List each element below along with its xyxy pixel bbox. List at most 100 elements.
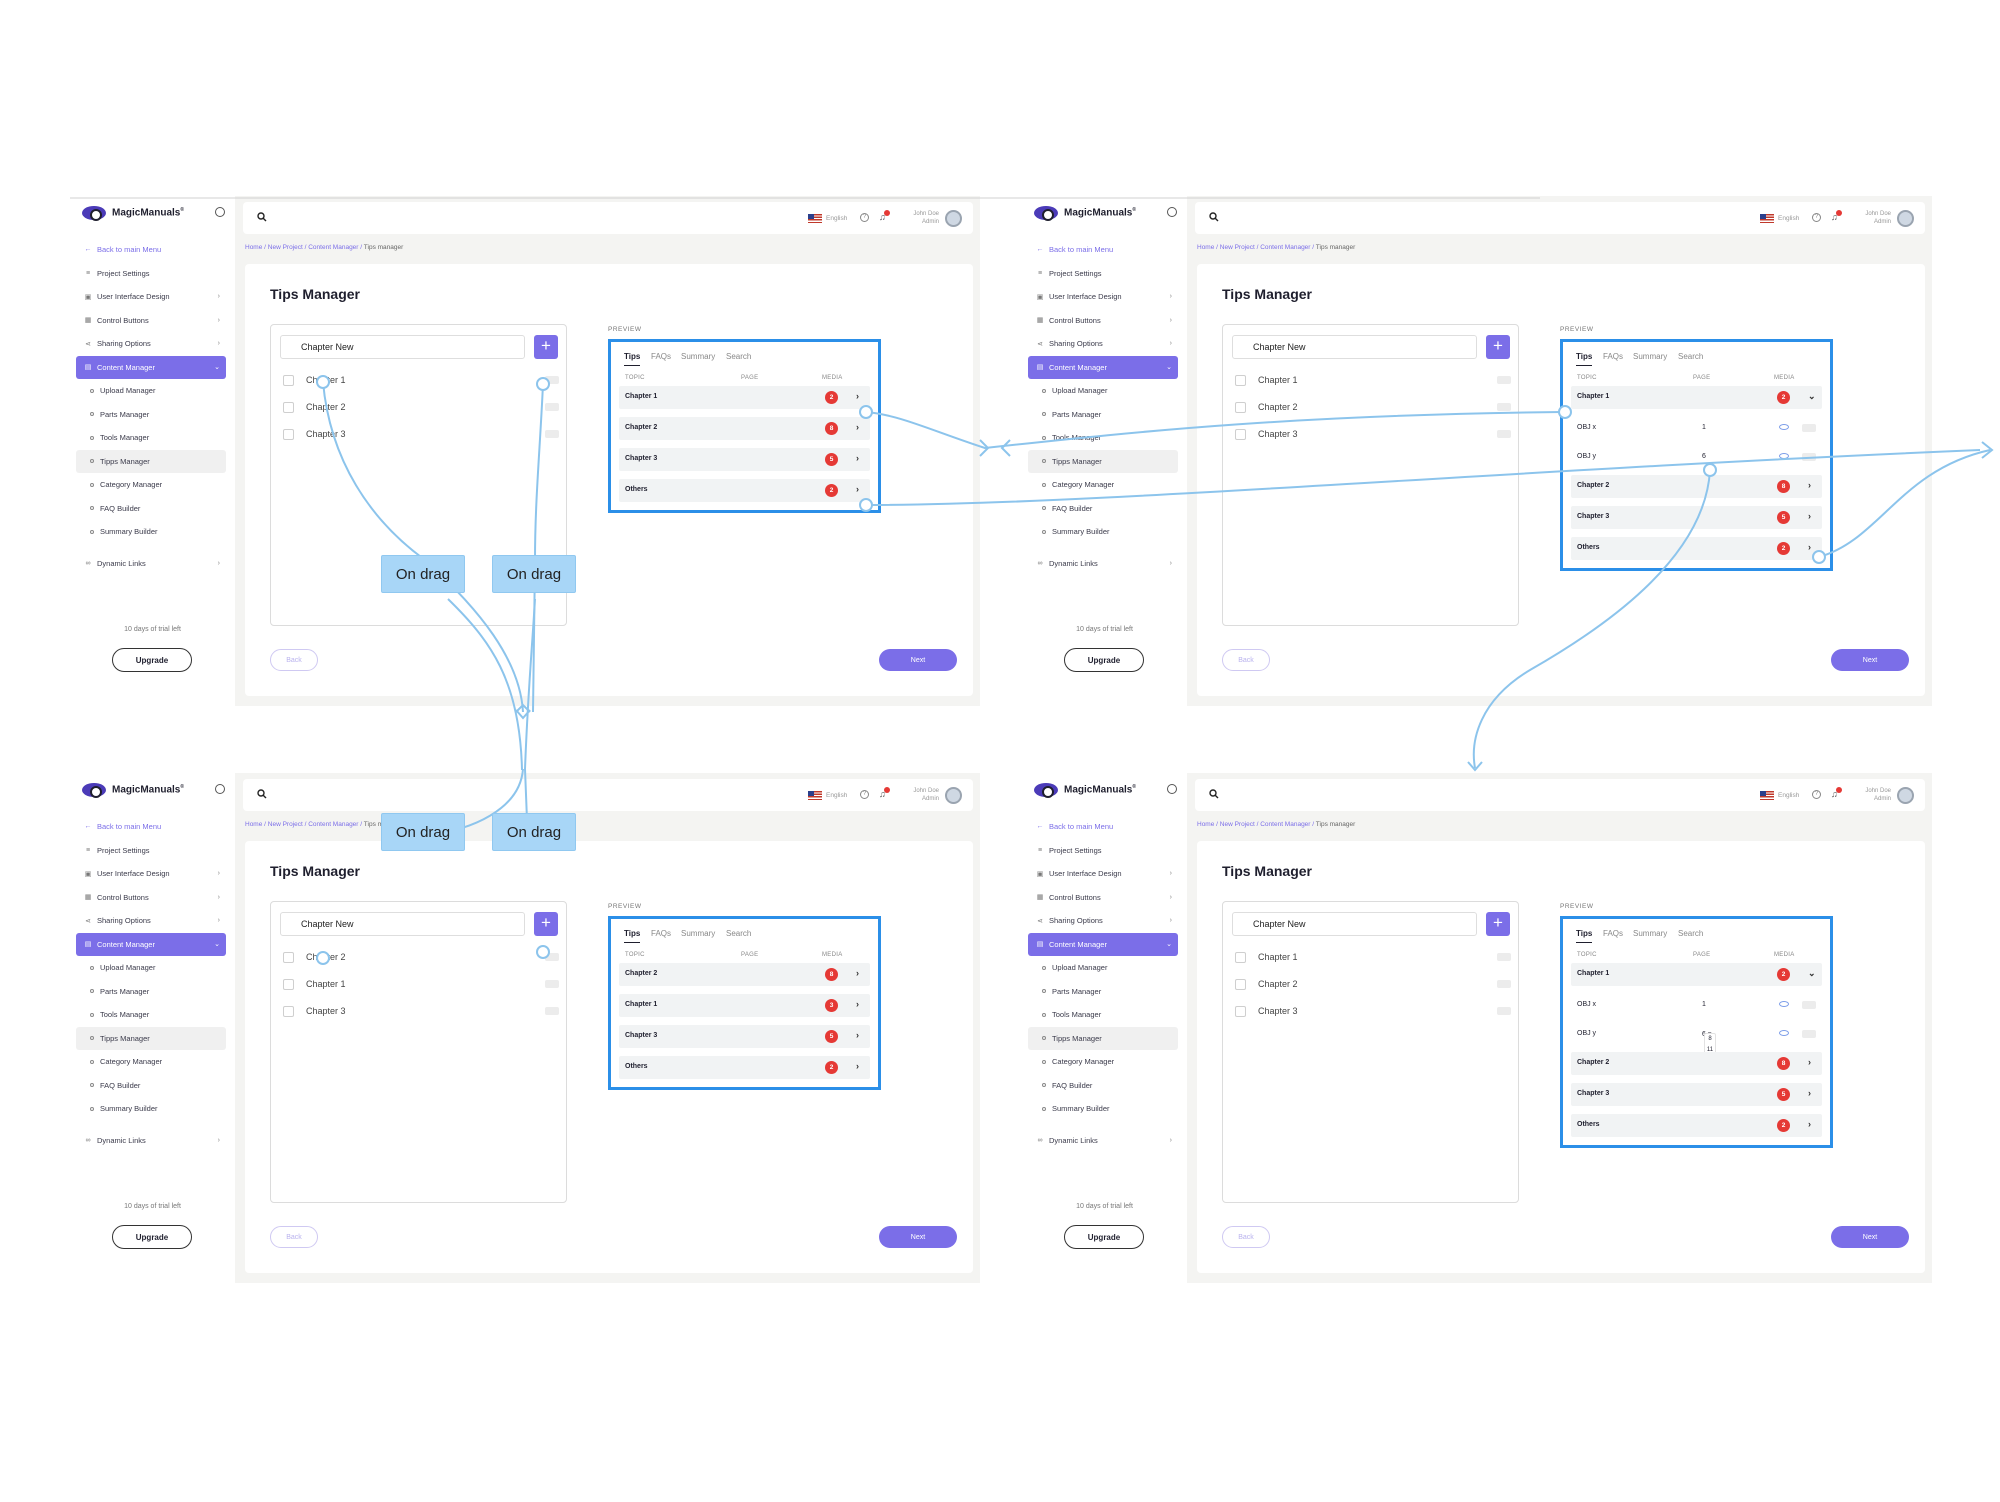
menu-item-ui-design[interactable]: ▣User Interface Design› bbox=[76, 862, 226, 886]
chapter-checkbox[interactable] bbox=[283, 374, 294, 386]
menu-item-project-settings[interactable]: ≡Project Settings bbox=[1028, 839, 1178, 863]
chapter-checkbox[interactable] bbox=[1235, 374, 1246, 386]
submenu-tipps-manager[interactable]: Tipps Manager bbox=[1028, 449, 1178, 473]
drag-handle-icon[interactable] bbox=[545, 980, 559, 988]
add-chapter-button[interactable]: + bbox=[1486, 912, 1510, 936]
chevron-right-icon[interactable]: › bbox=[856, 999, 859, 1009]
search-icon[interactable] bbox=[1209, 789, 1219, 799]
menu-item-dynamic-links[interactable]: ∞Dynamic Links› bbox=[76, 552, 226, 576]
search-icon[interactable] bbox=[257, 212, 267, 222]
submenu-summary-builder[interactable]: Summary Builder bbox=[1028, 520, 1178, 544]
submenu-summary-builder[interactable]: Summary Builder bbox=[76, 1097, 226, 1121]
back-to-main-menu[interactable]: ←Back to main Menu bbox=[1028, 815, 1178, 839]
menu-item-project-settings[interactable]: ≡Project Settings bbox=[76, 262, 226, 286]
chevron-right-icon[interactable]: › bbox=[1808, 1119, 1811, 1129]
chapter-checkbox[interactable] bbox=[1235, 428, 1246, 440]
next-button[interactable]: Next bbox=[879, 649, 957, 671]
menu-item-control-buttons[interactable]: ▦Control Buttons› bbox=[1028, 886, 1178, 910]
tab-tips[interactable]: Tips bbox=[624, 929, 641, 943]
submenu-faq-builder[interactable]: FAQ Builder bbox=[76, 497, 226, 521]
chapter-checkbox[interactable] bbox=[283, 1005, 294, 1017]
bell-icon[interactable]: ♫ bbox=[1831, 210, 1842, 222]
submenu-parts-manager[interactable]: Parts Manager bbox=[76, 980, 226, 1004]
search-icon[interactable] bbox=[257, 789, 267, 799]
menu-item-project-settings[interactable]: ≡Project Settings bbox=[1028, 262, 1178, 286]
chapter-checkbox[interactable] bbox=[1235, 401, 1246, 413]
chevron-down-icon[interactable]: ⌄ bbox=[1808, 968, 1816, 978]
help-icon[interactable]: ? bbox=[860, 790, 869, 799]
chapter-item[interactable]: Chapter 3 bbox=[1235, 427, 1511, 441]
upgrade-button[interactable]: Upgrade bbox=[112, 648, 192, 672]
avatar[interactable] bbox=[945, 210, 962, 227]
menu-item-control-buttons[interactable]: ▦Control Buttons› bbox=[1028, 309, 1178, 333]
back-button[interactable]: Back bbox=[270, 649, 318, 671]
drag-handle-icon[interactable] bbox=[1497, 980, 1511, 988]
tab-search[interactable]: Search bbox=[1678, 929, 1704, 938]
chapter-checkbox[interactable] bbox=[283, 951, 294, 963]
page-option[interactable]: 8 bbox=[1708, 1036, 1712, 1042]
drag-handle-icon[interactable] bbox=[545, 376, 559, 384]
chapter-name-input[interactable]: Chapter New bbox=[1232, 335, 1477, 359]
chapter-item[interactable]: Chapter 1 bbox=[1235, 950, 1511, 964]
submenu-tools-manager[interactable]: Tools Manager bbox=[76, 1003, 226, 1027]
chevron-right-icon[interactable]: › bbox=[856, 1061, 859, 1071]
chapter-item[interactable]: Chapter 2 bbox=[1235, 400, 1511, 414]
chapter-checkbox[interactable] bbox=[283, 401, 294, 413]
breadcrumb-home[interactable]: Home bbox=[245, 244, 263, 251]
submenu-parts-manager[interactable]: Parts Manager bbox=[1028, 403, 1178, 427]
chapter-checkbox[interactable] bbox=[283, 978, 294, 990]
submenu-upload-manager[interactable]: Upload Manager bbox=[1028, 956, 1178, 980]
eye-icon[interactable] bbox=[1779, 1001, 1789, 1007]
tab-tips[interactable]: Tips bbox=[1576, 352, 1593, 366]
search-icon[interactable] bbox=[1209, 212, 1219, 222]
submenu-tools-manager[interactable]: Tools Manager bbox=[1028, 426, 1178, 450]
menu-item-sharing-options[interactable]: ⋖Sharing Options› bbox=[1028, 909, 1178, 933]
avatar[interactable] bbox=[945, 787, 962, 804]
avatar[interactable] bbox=[1897, 787, 1914, 804]
tab-search[interactable]: Search bbox=[1678, 352, 1704, 361]
back-button[interactable]: Back bbox=[1222, 649, 1270, 671]
submenu-category-manager[interactable]: Category Manager bbox=[76, 1050, 226, 1074]
submenu-faq-builder[interactable]: FAQ Builder bbox=[1028, 497, 1178, 521]
menu-item-dynamic-links[interactable]: ∞Dynamic Links› bbox=[1028, 1129, 1178, 1153]
submenu-parts-manager[interactable]: Parts Manager bbox=[1028, 980, 1178, 1004]
tab-faqs[interactable]: FAQs bbox=[1603, 929, 1624, 938]
chapter-item[interactable]: Chapter 3 bbox=[283, 427, 559, 441]
menu-item-content-manager[interactable]: ▤Content Manager⌄ bbox=[76, 932, 226, 956]
submenu-summary-builder[interactable]: Summary Builder bbox=[1028, 1097, 1178, 1121]
submenu-tipps-manager[interactable]: Tipps Manager bbox=[76, 449, 226, 473]
submenu-tipps-manager[interactable]: Tipps Manager bbox=[76, 1026, 226, 1050]
chevron-right-icon[interactable]: › bbox=[1808, 480, 1811, 490]
menu-item-ui-design[interactable]: ▣User Interface Design› bbox=[1028, 862, 1178, 886]
menu-item-dynamic-links[interactable]: ∞Dynamic Links› bbox=[76, 1129, 226, 1153]
tab-faqs[interactable]: FAQs bbox=[651, 352, 672, 361]
tab-summary[interactable]: Summary bbox=[1633, 929, 1668, 938]
submenu-category-manager[interactable]: Category Manager bbox=[1028, 1050, 1178, 1074]
chapter-checkbox[interactable] bbox=[1235, 978, 1246, 990]
submenu-category-manager[interactable]: Category Manager bbox=[1028, 473, 1178, 497]
next-button[interactable]: Next bbox=[1831, 649, 1909, 671]
sidebar-toggle-icon[interactable] bbox=[215, 207, 225, 217]
preview-object-row[interactable]: OBJ y6 ▾811 bbox=[1571, 1023, 1822, 1058]
breadcrumb-new-project[interactable]: New Project bbox=[1219, 244, 1255, 251]
help-icon[interactable]: ? bbox=[1812, 213, 1821, 222]
chevron-right-icon[interactable]: › bbox=[856, 422, 859, 432]
bell-icon[interactable]: ♫ bbox=[879, 787, 890, 799]
tab-faqs[interactable]: FAQs bbox=[651, 929, 672, 938]
breadcrumb-content-manager[interactable]: Content Manager bbox=[1260, 821, 1311, 828]
back-to-main-menu[interactable]: ←Back to main Menu bbox=[76, 238, 226, 262]
page-option[interactable]: 11 bbox=[1706, 1047, 1714, 1053]
drag-handle-icon[interactable] bbox=[545, 403, 559, 411]
submenu-faq-builder[interactable]: FAQ Builder bbox=[1028, 1074, 1178, 1098]
help-icon[interactable]: ? bbox=[860, 213, 869, 222]
tab-search[interactable]: Search bbox=[726, 352, 752, 361]
menu-item-ui-design[interactable]: ▣User Interface Design› bbox=[76, 285, 226, 309]
